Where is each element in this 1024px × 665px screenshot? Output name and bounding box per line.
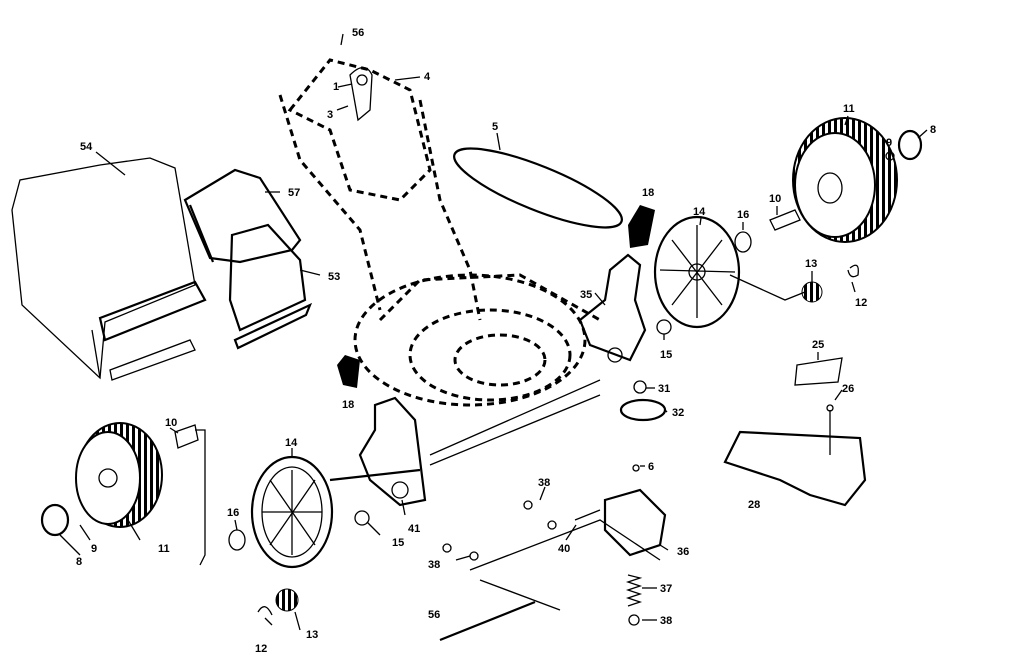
callout-38-a: 38 [538, 477, 550, 489]
callout-14-right: 14 [693, 206, 706, 218]
callout-40: 40 [558, 543, 570, 555]
drive-bracket-right [578, 253, 647, 362]
grass-catcher-bag [11, 157, 207, 381]
callout-9-right: 9 [886, 137, 892, 149]
washer-32 [619, 398, 667, 422]
callout-16-right: 16 [737, 209, 749, 221]
leader-lines [59, 33, 928, 631]
rear-wheel-right [792, 117, 898, 243]
plate-25 [794, 357, 843, 386]
callout-32: 32 [672, 407, 684, 419]
callout-8-right: 8 [930, 124, 936, 136]
callout-37: 37 [660, 583, 672, 595]
baffle-28 [723, 430, 867, 507]
height-knob-left [337, 355, 360, 388]
callout-10-left: 10 [165, 417, 177, 429]
callout-13-left: 13 [306, 629, 318, 641]
callout-16-left: 16 [227, 507, 239, 519]
drive-wheel-left [250, 455, 334, 569]
drive-belt [453, 147, 623, 229]
catcher-frame [183, 168, 313, 350]
callout-36: 36 [677, 546, 689, 558]
callout-11-right: 11 [843, 103, 855, 115]
callout-4: 4 [424, 71, 431, 83]
transmission-36 [603, 488, 667, 557]
front-wheel-left [75, 422, 163, 528]
hubcap-right [897, 129, 923, 161]
callout-6: 6 [648, 461, 654, 473]
callout-9-left: 9 [91, 543, 97, 555]
drive-bracket-left [358, 396, 427, 507]
hubcap-left [40, 503, 70, 537]
callout-10-right: 10 [769, 193, 781, 205]
callout-12-left: 12 [255, 643, 267, 655]
callout-25: 25 [812, 339, 824, 351]
drive-rod-56 [439, 600, 536, 642]
callout-57: 57 [288, 187, 300, 199]
callout-8-left: 8 [76, 556, 82, 568]
callout-38-c: 38 [660, 615, 672, 627]
callout-38-b: 38 [428, 559, 440, 571]
callout-18-left: 18 [342, 399, 354, 411]
callout-56-top: 56 [352, 27, 364, 39]
callout-54: 54 [80, 141, 93, 153]
callout-35: 35 [580, 289, 592, 301]
callout-14-left: 14 [285, 437, 298, 449]
callout-3: 3 [327, 109, 333, 121]
callout-56-bottom: 56 [428, 609, 440, 621]
callout-13-right: 13 [805, 258, 817, 270]
callout-18-right: 18 [642, 187, 654, 199]
callout-12-right: 12 [855, 297, 867, 309]
drive-wheel-right [653, 215, 741, 329]
callout-11-left: 11 [158, 543, 170, 555]
spring-37 [625, 574, 643, 607]
callout-5: 5 [492, 121, 498, 133]
callout-15-left: 15 [392, 537, 404, 549]
callout-31: 31 [658, 383, 670, 395]
mower-deck [353, 273, 601, 407]
callout-1: 1 [333, 81, 339, 93]
callout-15-right: 15 [660, 349, 672, 361]
callout-26: 26 [842, 383, 854, 395]
height-knob-right [628, 205, 655, 248]
callout-53: 53 [328, 271, 340, 283]
handle-assembly [278, 58, 482, 321]
callout-41: 41 [408, 523, 420, 535]
callout-28: 28 [748, 499, 760, 511]
